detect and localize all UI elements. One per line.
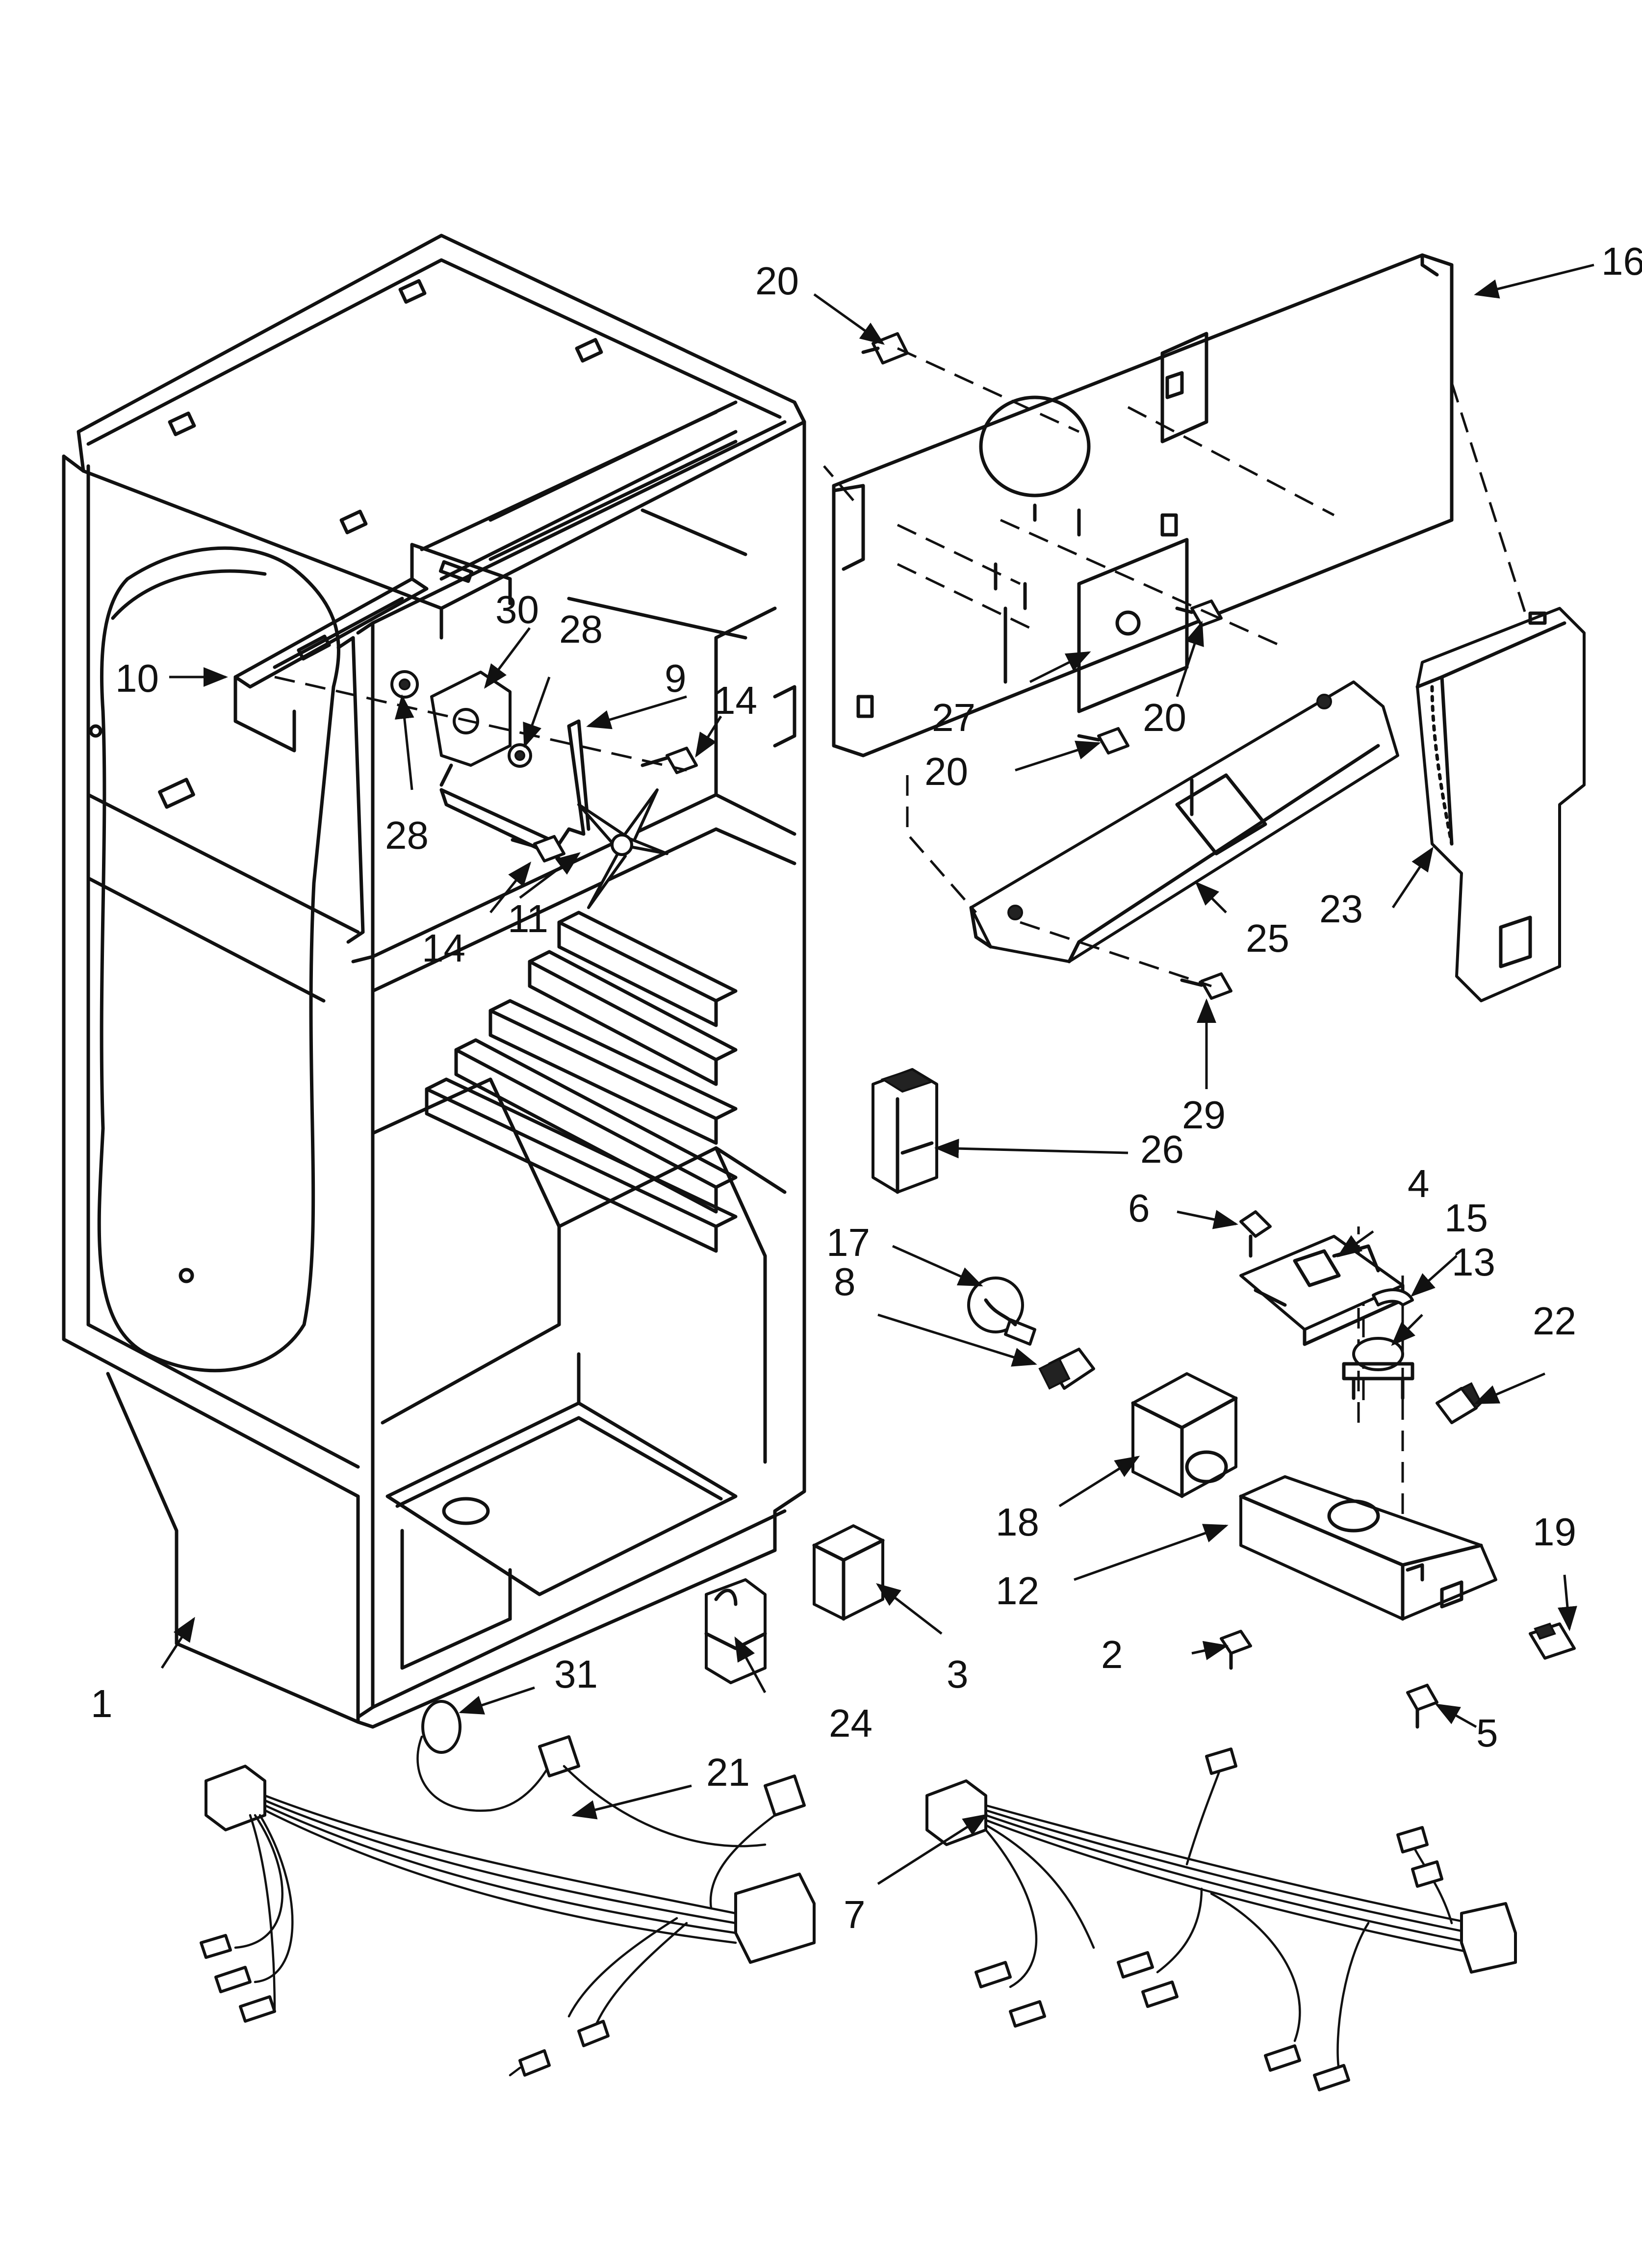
label-part-22: 22 [1533,1299,1576,1343]
control-housing-base-part-12 [1239,1475,1497,1621]
label-part-4: 4 [1408,1162,1430,1205]
evaporator-cover-part-16 [832,253,1454,757]
label-part-30: 30 [495,588,539,631]
label-part-19: 19 [1533,1510,1576,1554]
block-part-26 [872,1068,938,1194]
label-part-14a: 14 [714,678,757,722]
label-part-9: 9 [665,656,687,700]
label-part-18: 18 [996,1500,1039,1544]
label-part-28b: 28 [559,607,603,651]
label-part-5: 5 [1476,1711,1498,1755]
shelf-rails [425,911,738,1253]
label-part-20b: 20 [1143,696,1186,739]
label-part-27: 27 [932,696,975,739]
control-board-part-4 [1239,1235,1405,1346]
wiring-harness-part-21 [200,1735,816,2077]
label-part-13: 13 [1452,1240,1495,1284]
part-labels: 10 1 2 3 4 5 6 7 8 9 11 12 13 14 14 15 1… [91,239,1642,1936]
label-part-7: 7 [844,1893,866,1936]
fan-motor-part-30 [430,671,512,787]
label-part-20a: 20 [755,259,799,303]
label-part-21: 21 [706,1750,750,1794]
label-part-25: 25 [1246,916,1289,960]
tube-part-15 [1372,1288,1414,1306]
label-part-31: 31 [554,1652,598,1696]
bracket-part-10 [233,543,512,753]
label-part-16: 16 [1601,239,1642,283]
screw-part-29 [1180,972,1232,1000]
label-part-3: 3 [947,1652,969,1696]
label-part-15: 15 [1444,1196,1488,1240]
label-part-2: 2 [1101,1633,1123,1676]
label-part-24: 24 [829,1701,872,1745]
label-part-14b: 14 [422,926,465,970]
assembly-lines [274,347,1527,1545]
knob-part-22 [1436,1382,1483,1424]
relay-part-3 [812,1524,885,1621]
screw-part-14 [511,747,698,862]
thermostat-part-13 [1342,1337,1414,1400]
screw-part-6 [1239,1210,1272,1258]
cabinet-liner [62,234,806,1729]
label-part-8: 8 [834,1260,856,1303]
label-part-26: 26 [1140,1127,1184,1171]
grommet-part-28 [390,670,532,768]
screw-part-5 [1406,1684,1438,1729]
label-part-10: 10 [115,656,159,700]
label-part-17: 17 [826,1221,870,1264]
fan-blade-part-11 [577,788,668,909]
light-bulb-part-17 [967,1277,1036,1346]
label-part-6: 6 [1128,1186,1150,1230]
leader-arrows [160,263,1594,1885]
wiring-harness-part-7 [925,1747,1517,2091]
label-part-28a: 28 [385,813,429,857]
screw-part-20 [861,332,1223,755]
label-part-29: 29 [1182,1093,1226,1137]
screw-part-2 [1220,1630,1252,1670]
label-part-23: 23 [1319,887,1363,931]
sensor-part-31 [421,1700,462,1754]
light-shield-part-18 [1131,1372,1238,1498]
air-duct-part-25 [969,680,1399,964]
connector-part-19 [1529,1622,1576,1660]
label-part-20c: 20 [924,750,968,793]
label-part-1: 1 [91,1682,113,1725]
label-part-11: 11 [508,897,548,940]
light-socket-part-8 [1038,1348,1095,1390]
label-part-12: 12 [996,1569,1039,1613]
relay-part-24 [704,1578,767,1684]
control-housing-part-23 [1415,607,1586,1002]
